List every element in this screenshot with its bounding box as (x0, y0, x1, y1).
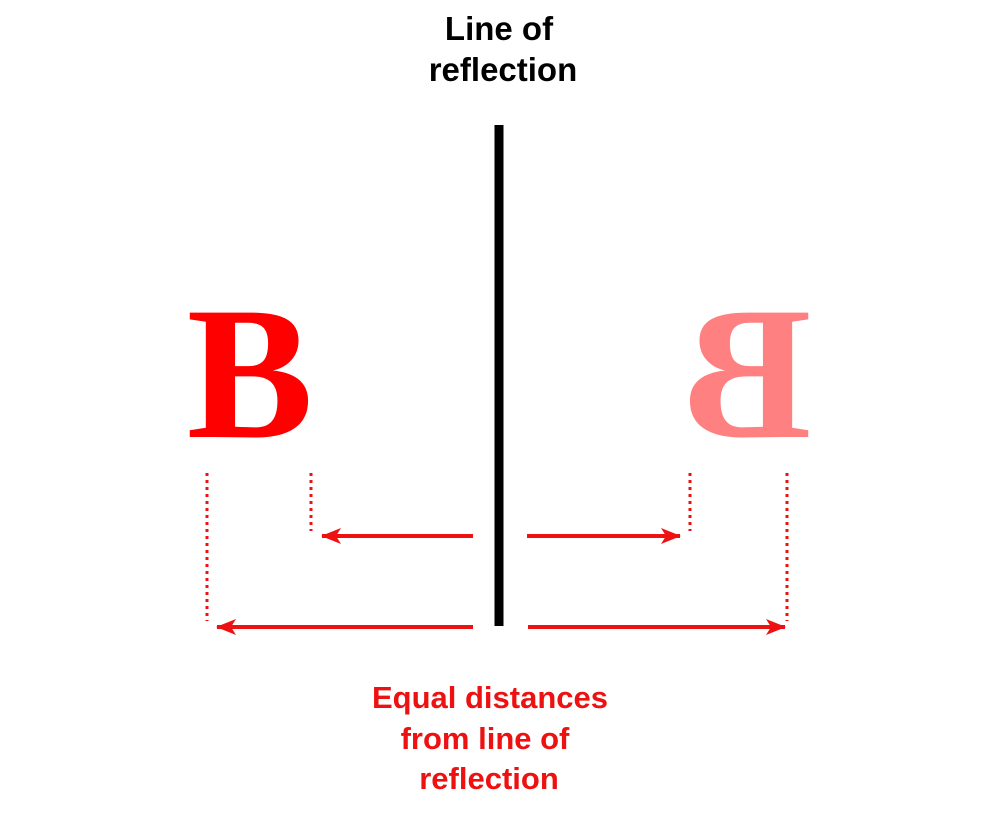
caption-line-2: from line of (401, 721, 570, 756)
caption-line-1: Equal distances (372, 680, 608, 715)
title-line-1: Line of (445, 10, 554, 47)
caption-line-3: reflection (419, 761, 559, 796)
title-line-2: reflection (429, 51, 578, 88)
reflected-letter: B (685, 269, 812, 479)
original-letter: B (187, 269, 314, 479)
reflected-letter-group: B (685, 269, 812, 479)
